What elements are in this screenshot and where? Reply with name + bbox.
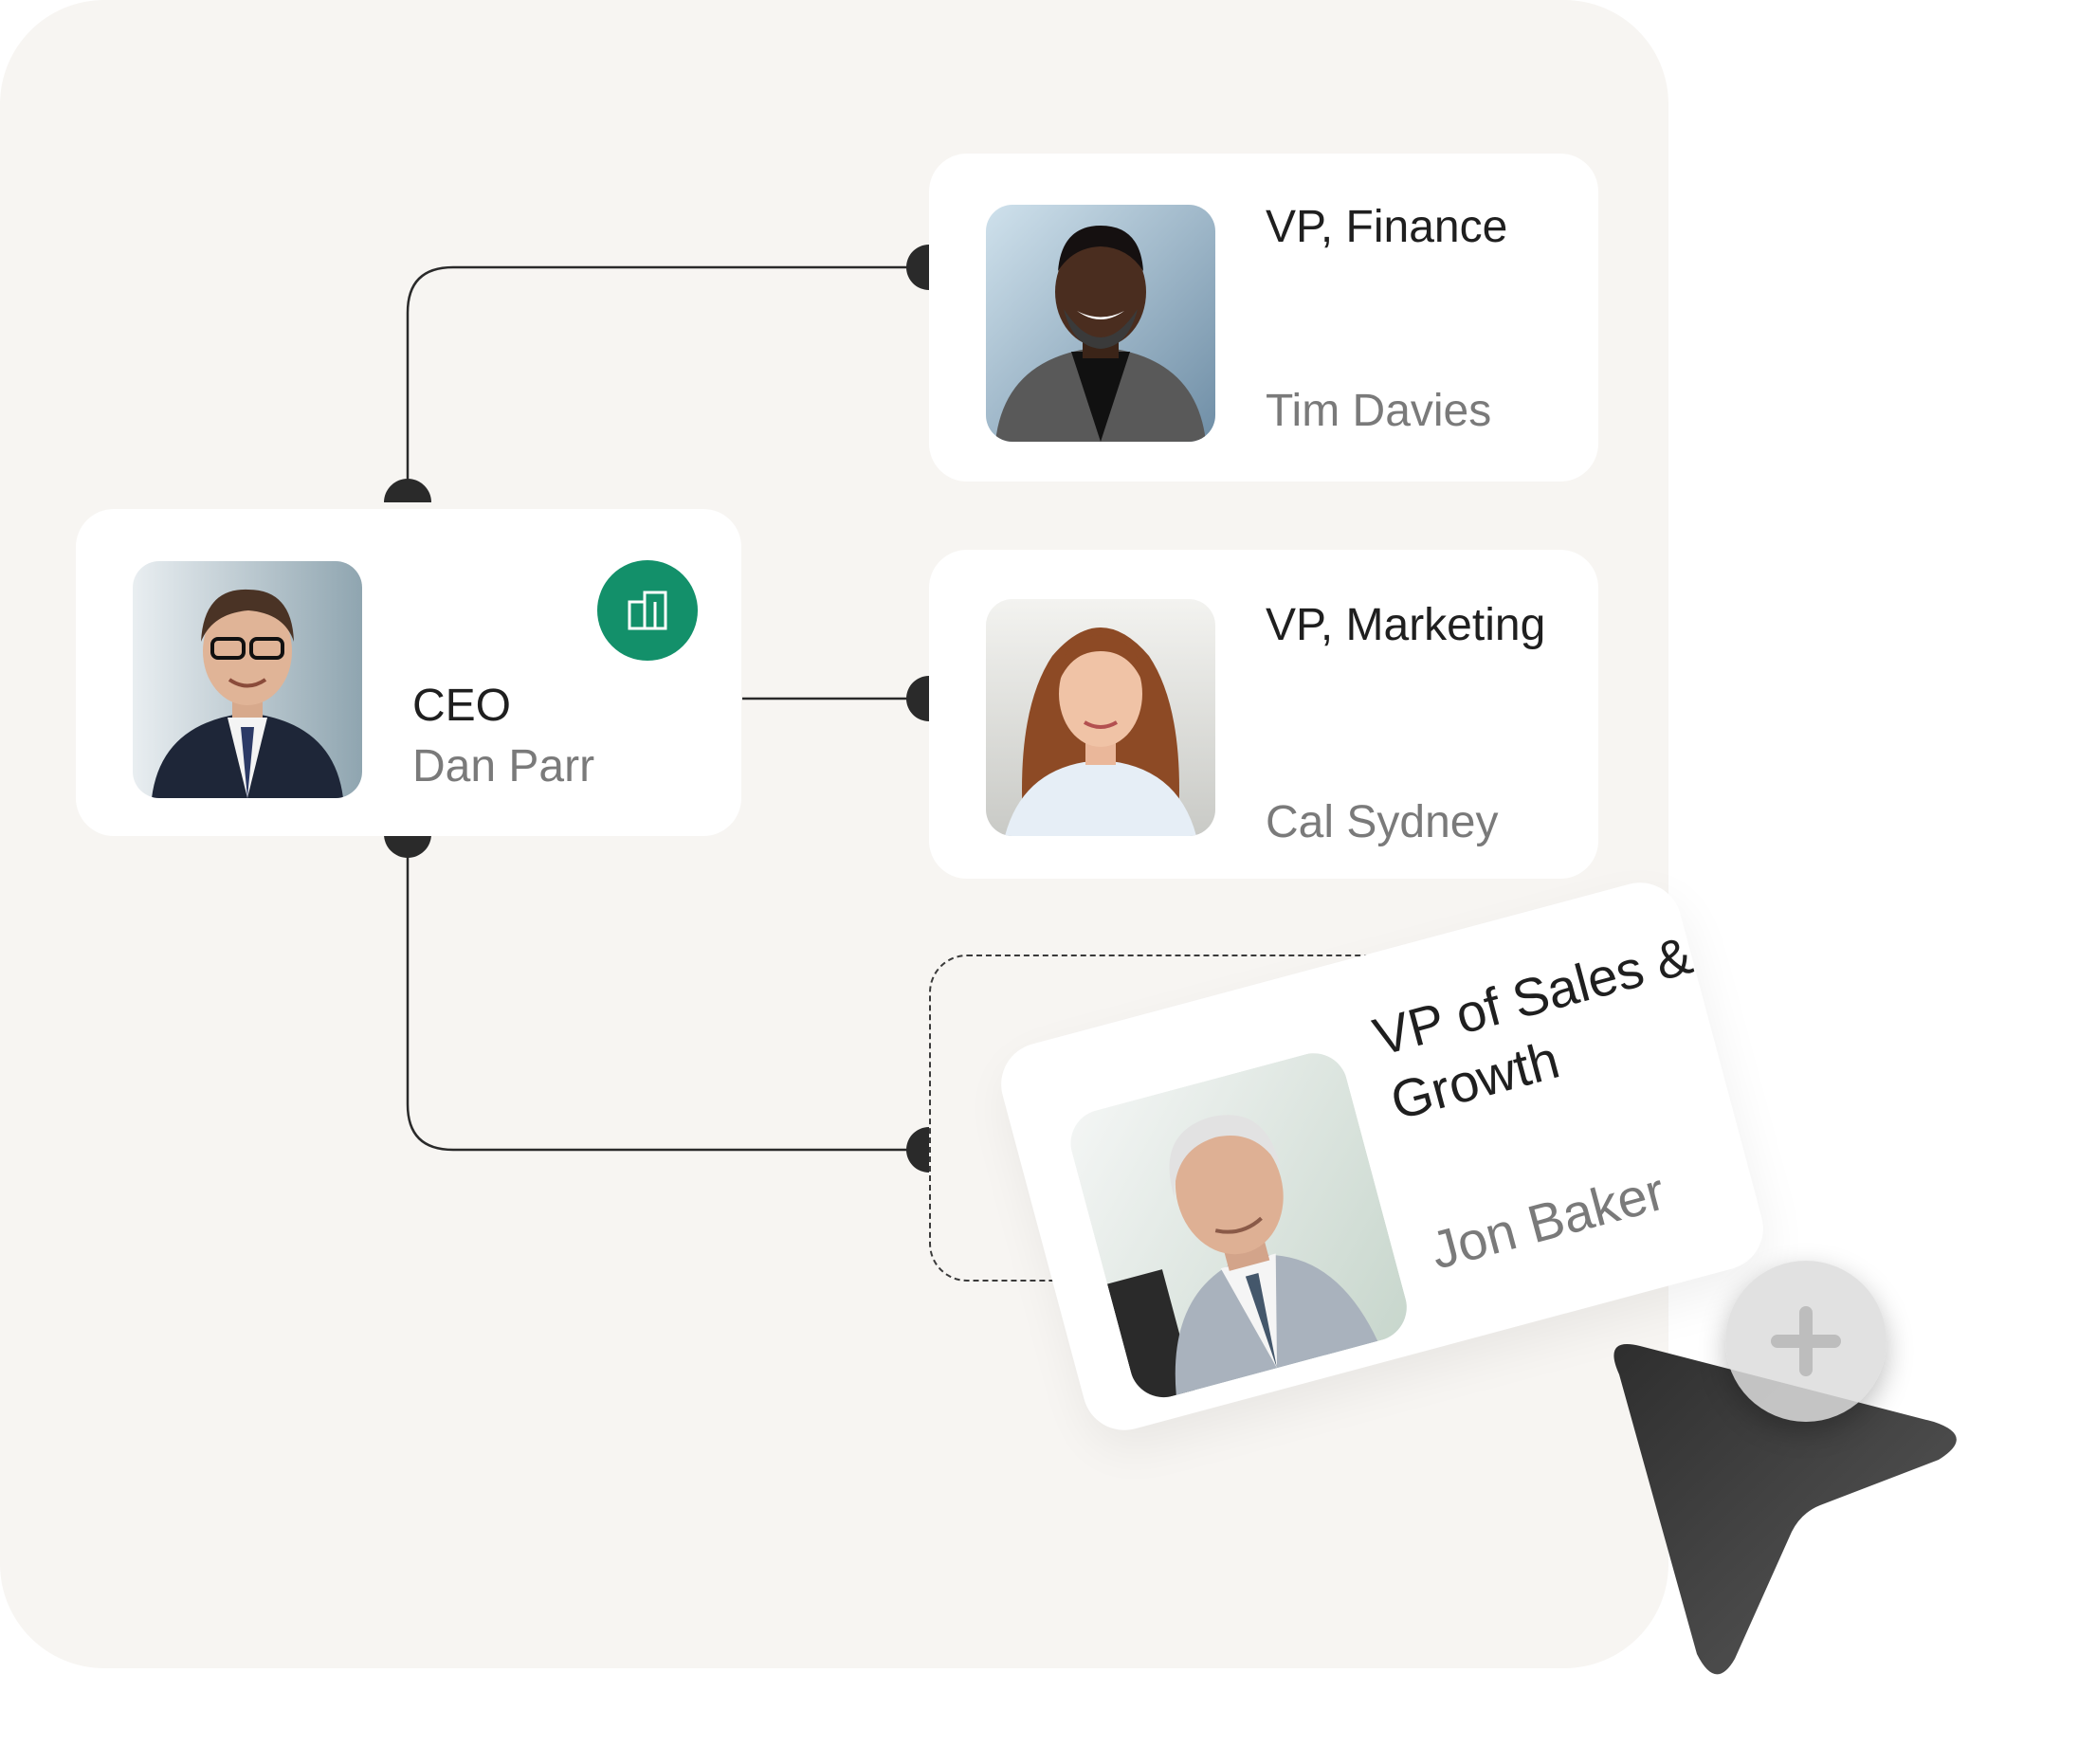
vp-finance-role: VP, Finance xyxy=(1266,202,1508,252)
marketing-port[interactable] xyxy=(906,676,929,721)
ceo-card[interactable]: CEO Dan Parr xyxy=(76,509,741,836)
ceo-name: Dan Parr xyxy=(412,741,595,791)
finance-port[interactable] xyxy=(906,245,929,290)
vp-sales-name: Jon Baker xyxy=(1424,1160,1671,1281)
vp-finance-card[interactable]: VP, Finance Tim Davies xyxy=(929,154,1598,482)
vp-marketing-role: VP, Marketing xyxy=(1266,600,1546,650)
org-chart-badge[interactable] xyxy=(597,560,698,661)
vp-finance-name: Tim Davies xyxy=(1266,386,1492,436)
pointer-cursor-icon xyxy=(1613,1344,1957,1675)
vp-marketing-name: Cal Sydney xyxy=(1266,797,1499,847)
sales-port[interactable] xyxy=(906,1127,929,1173)
ceo-bottom-port[interactable] xyxy=(384,834,431,858)
dragged-card-wrapper: VP of Sales & Growth Jon Baker xyxy=(992,873,1773,1526)
vp-marketing-card[interactable]: VP, Marketing Cal Sydney xyxy=(929,550,1598,879)
add-badge xyxy=(1725,1261,1887,1422)
vp-marketing-avatar xyxy=(986,599,1215,836)
vp-sales-card[interactable]: VP of Sales & Growth Jon Baker xyxy=(992,873,1773,1440)
vp-sales-avatar xyxy=(1063,1046,1414,1406)
vp-finance-avatar xyxy=(986,205,1215,442)
ceo-avatar xyxy=(133,561,362,798)
ceo-role: CEO xyxy=(412,681,512,731)
ceo-top-port[interactable] xyxy=(384,479,431,502)
plus-icon xyxy=(1771,1306,1841,1376)
org-chart-icon xyxy=(628,591,667,630)
